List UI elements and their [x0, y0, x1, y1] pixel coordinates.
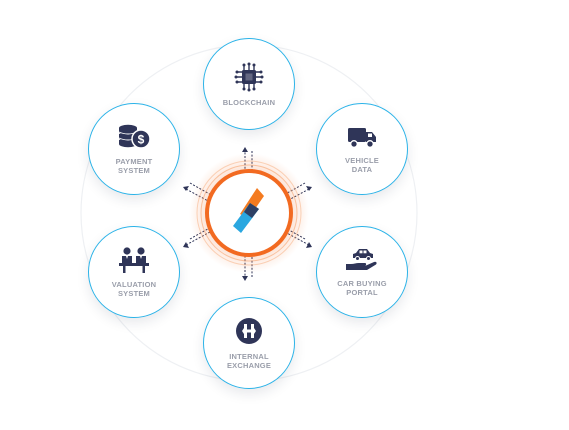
node-car-buying-portal[interactable]: CAR BUYING PORTAL	[316, 226, 408, 318]
lightning-logo-icon	[233, 188, 264, 233]
node-label: BLOCKCHAIN	[222, 97, 276, 107]
node-label: VALUATION SYSTEM	[111, 280, 157, 298]
node-payment-system[interactable]: $ PAYMENT SYSTEM	[88, 103, 180, 195]
chip-icon	[234, 62, 264, 91]
node-blockchain[interactable]: BLOCKCHAIN	[203, 38, 295, 130]
node-label: CAR BUYING PORTAL	[337, 279, 387, 297]
node-valuation-system[interactable]: VALUATION SYSTEM	[88, 226, 180, 318]
meeting-people-icon	[119, 247, 149, 273]
node-internal-exchange[interactable]: INTERNAL EXCHANGE	[203, 297, 295, 389]
hub-halo-ring	[200, 164, 298, 262]
coins-icon: $	[118, 124, 151, 149]
node-label: INTERNAL EXCHANGE	[226, 352, 272, 370]
hub-halo-ring	[196, 160, 302, 266]
node-label: PAYMENT SYSTEM	[115, 157, 153, 175]
exchange-logo-icon	[236, 318, 262, 344]
node-vehicle-data[interactable]: VEHICLE DATA	[316, 103, 408, 195]
node-label: VEHICLE DATA	[345, 156, 379, 174]
svg-text:$: $	[138, 133, 145, 147]
hand-car-icon	[346, 249, 377, 270]
truck-icon	[348, 128, 376, 148]
